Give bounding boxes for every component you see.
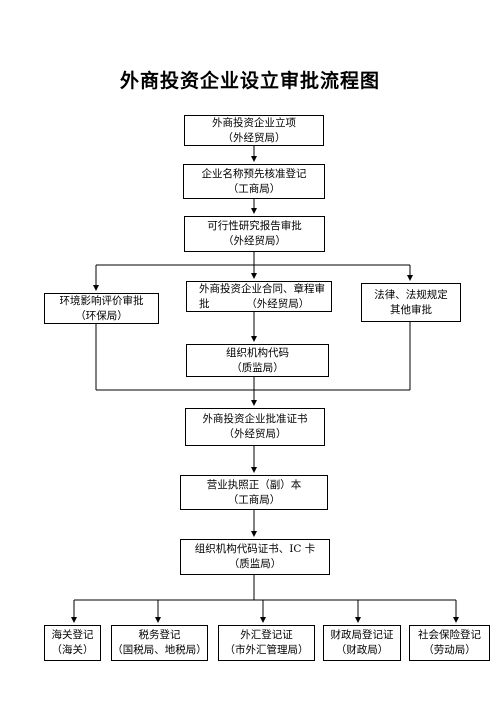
node-shuiwu-line1: 税务登记: [138, 629, 181, 641]
node-haiguan-line1: 海关登记: [51, 629, 94, 641]
node-kexing-line1: 可行性研究报告审批: [207, 220, 302, 232]
node-caizheng-line1: 财政局登记证: [330, 629, 394, 641]
node-huanjing: 环境影响评价审批 （环保局）: [44, 293, 159, 324]
node-haiguan-line2: （海关）: [51, 644, 94, 656]
node-hetong-line1: 外商投资企业合同、章程审: [199, 282, 325, 295]
node-daima-line2: （质监局）: [228, 558, 282, 570]
node-waihui-line1: 外汇登记证: [240, 629, 293, 641]
node-daima: 组织机构代码证书、IC 卡 （质监局）: [180, 539, 330, 575]
node-waihui-line2: （市外汇管理局）: [224, 644, 309, 656]
node-waihui: 外汇登记证 （市外汇管理局）: [218, 625, 315, 661]
node-lixiang: 外商投资企业立项 （外经贸局）: [184, 115, 324, 146]
node-huanjing-line1: 环境影响评价审批: [59, 294, 144, 307]
node-zuzhi-line2: （质监局）: [231, 361, 284, 374]
node-hetong-line2: 批 （外经贸局）: [199, 297, 310, 310]
node-mingcheng: 企业名称预先核准登记 （工商局）: [183, 164, 325, 199]
node-mingcheng-line2: （工商局）: [227, 182, 281, 195]
node-falv: 法律、法规规定 其他审批: [361, 283, 461, 322]
node-kexing-line2: （外经贸局）: [223, 235, 286, 247]
node-falv-line1: 法律、法规规定: [374, 288, 448, 301]
diagram-title: 外商投资企业设立审批流程图: [119, 70, 380, 92]
node-daima-line1: 组织机构代码证书、IC 卡: [194, 543, 316, 555]
node-shehui-line1: 社会保险登记: [418, 629, 481, 641]
node-shuiwu-line2: （国税局、地税局）: [112, 644, 207, 656]
node-kexing: 可行性研究报告审批 （外经贸局）: [184, 216, 325, 252]
node-yingye: 营业执照正（副）本 （工商局）: [180, 475, 328, 510]
node-huanjing-line2: （环保局）: [75, 309, 128, 322]
node-caizheng: 财政局登记证 （财政局）: [323, 625, 401, 661]
node-zuzhi: 组织机构代码 （质监局）: [186, 344, 329, 377]
node-haiguan: 海关登记 （海关）: [44, 625, 101, 661]
node-pizhun-line2: （外经贸局）: [223, 428, 287, 440]
node-lixiang-line2: （外经贸局）: [222, 131, 286, 144]
node-pizhun-line1: 外商投资企业批准证书: [202, 413, 308, 425]
node-falv-line2: 其他审批: [390, 303, 432, 316]
node-shuiwu: 税务登记 （国税局、地税局）: [111, 625, 208, 661]
node-yingye-line2: （工商局）: [227, 493, 281, 506]
node-yingye-line1: 营业执照正（副）本: [206, 478, 302, 491]
node-mingcheng-line1: 企业名称预先核准登记: [201, 167, 307, 180]
node-shehui-line2: （劳动局）: [423, 644, 476, 656]
node-hetong: 外商投资企业合同、章程审 批 （外经贸局）: [186, 281, 332, 312]
node-shehui: 社会保险登记 （劳动局）: [409, 625, 490, 661]
node-caizheng-line2: （财政局）: [335, 644, 389, 656]
node-zuzhi-line1: 组织机构代码: [226, 346, 289, 359]
node-pizhun: 外商投资企业批准证书 （外经贸局）: [185, 408, 325, 446]
node-lixiang-line1: 外商投资企业立项: [212, 116, 296, 129]
